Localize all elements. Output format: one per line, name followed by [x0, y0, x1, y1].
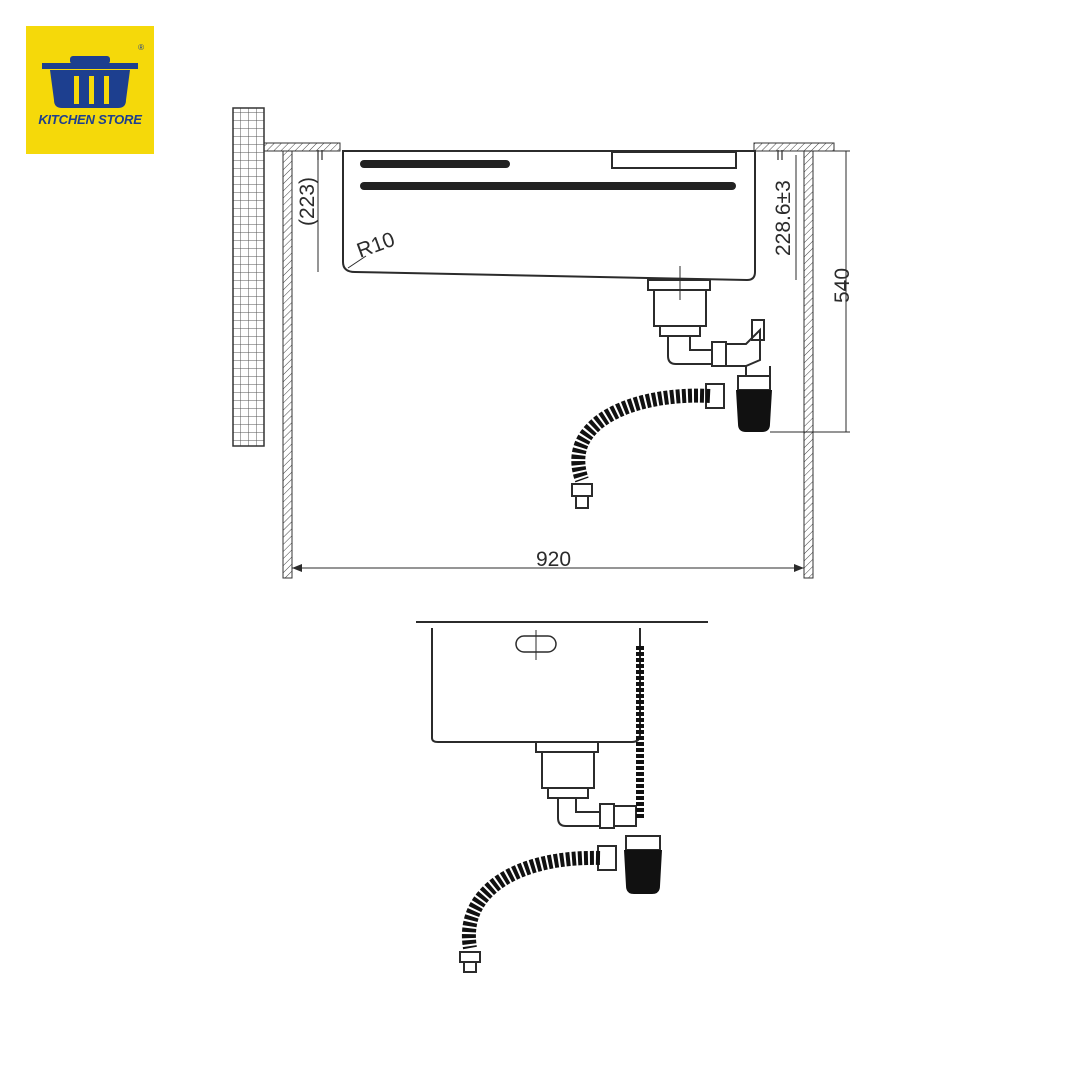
- dim-cabinet-height: 540: [831, 268, 854, 303]
- wall-tile: [232, 107, 265, 447]
- hose-connector: [571, 483, 593, 497]
- drain-strainer: [647, 266, 711, 337]
- dim-bowl-depth: 228.6±3: [772, 180, 795, 256]
- siphon-trap: [667, 319, 772, 432]
- cabinet-right-panel: [803, 150, 814, 579]
- dim-bowl-depth-ref: (223): [296, 177, 319, 226]
- dim-corner-radius: R10: [354, 228, 398, 263]
- countertop-right: [753, 142, 835, 152]
- pot-utensils-icon: [42, 56, 138, 108]
- countertop-left: [263, 142, 341, 152]
- side-view: [416, 621, 708, 973]
- sink-bowl: [317, 150, 783, 282]
- brand-name: KITCHEN STORE: [38, 112, 142, 127]
- cabinet-left-panel: [282, 150, 293, 579]
- registered-mark: ®: [138, 43, 144, 52]
- brand-logo: ® KITCHEN STORE: [26, 26, 154, 154]
- dim-cabinet-width: 920: [536, 548, 571, 571]
- dimension-lines: [292, 150, 850, 572]
- drain-hose: [571, 388, 711, 483]
